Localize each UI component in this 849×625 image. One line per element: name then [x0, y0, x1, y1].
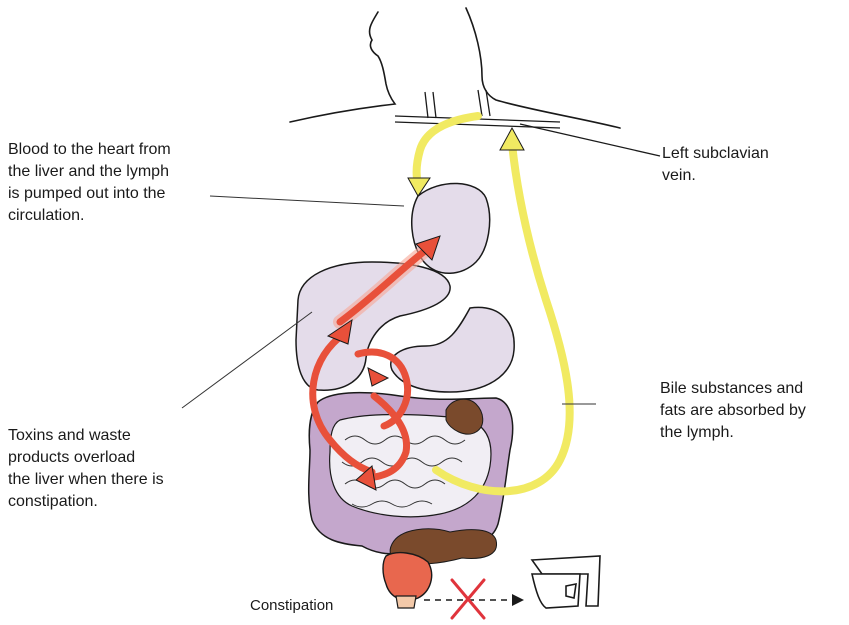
label-bile-substances: Bile substances and fats are absorbed by…	[660, 378, 840, 444]
body-silhouette	[290, 8, 620, 128]
red-cross-icon	[452, 580, 484, 618]
label-toxins-waste: Toxins and waste products overload the l…	[8, 425, 218, 513]
label-blood-to-heart: Blood to the heart from the liver and th…	[8, 139, 228, 227]
blocked-exit-arrowhead	[512, 594, 524, 606]
vein-to-heart-arrow	[417, 116, 478, 184]
label-constipation: Constipation	[250, 595, 333, 617]
rectum	[383, 553, 432, 601]
toxin-arrowhead-return	[368, 368, 388, 386]
toilet-icon	[532, 556, 600, 608]
subclavian-veins	[395, 90, 660, 156]
anus	[396, 596, 416, 608]
label-left-subclavian-vein: Left subclavian vein.	[662, 143, 832, 187]
lymph-arrowhead-up	[500, 128, 524, 150]
